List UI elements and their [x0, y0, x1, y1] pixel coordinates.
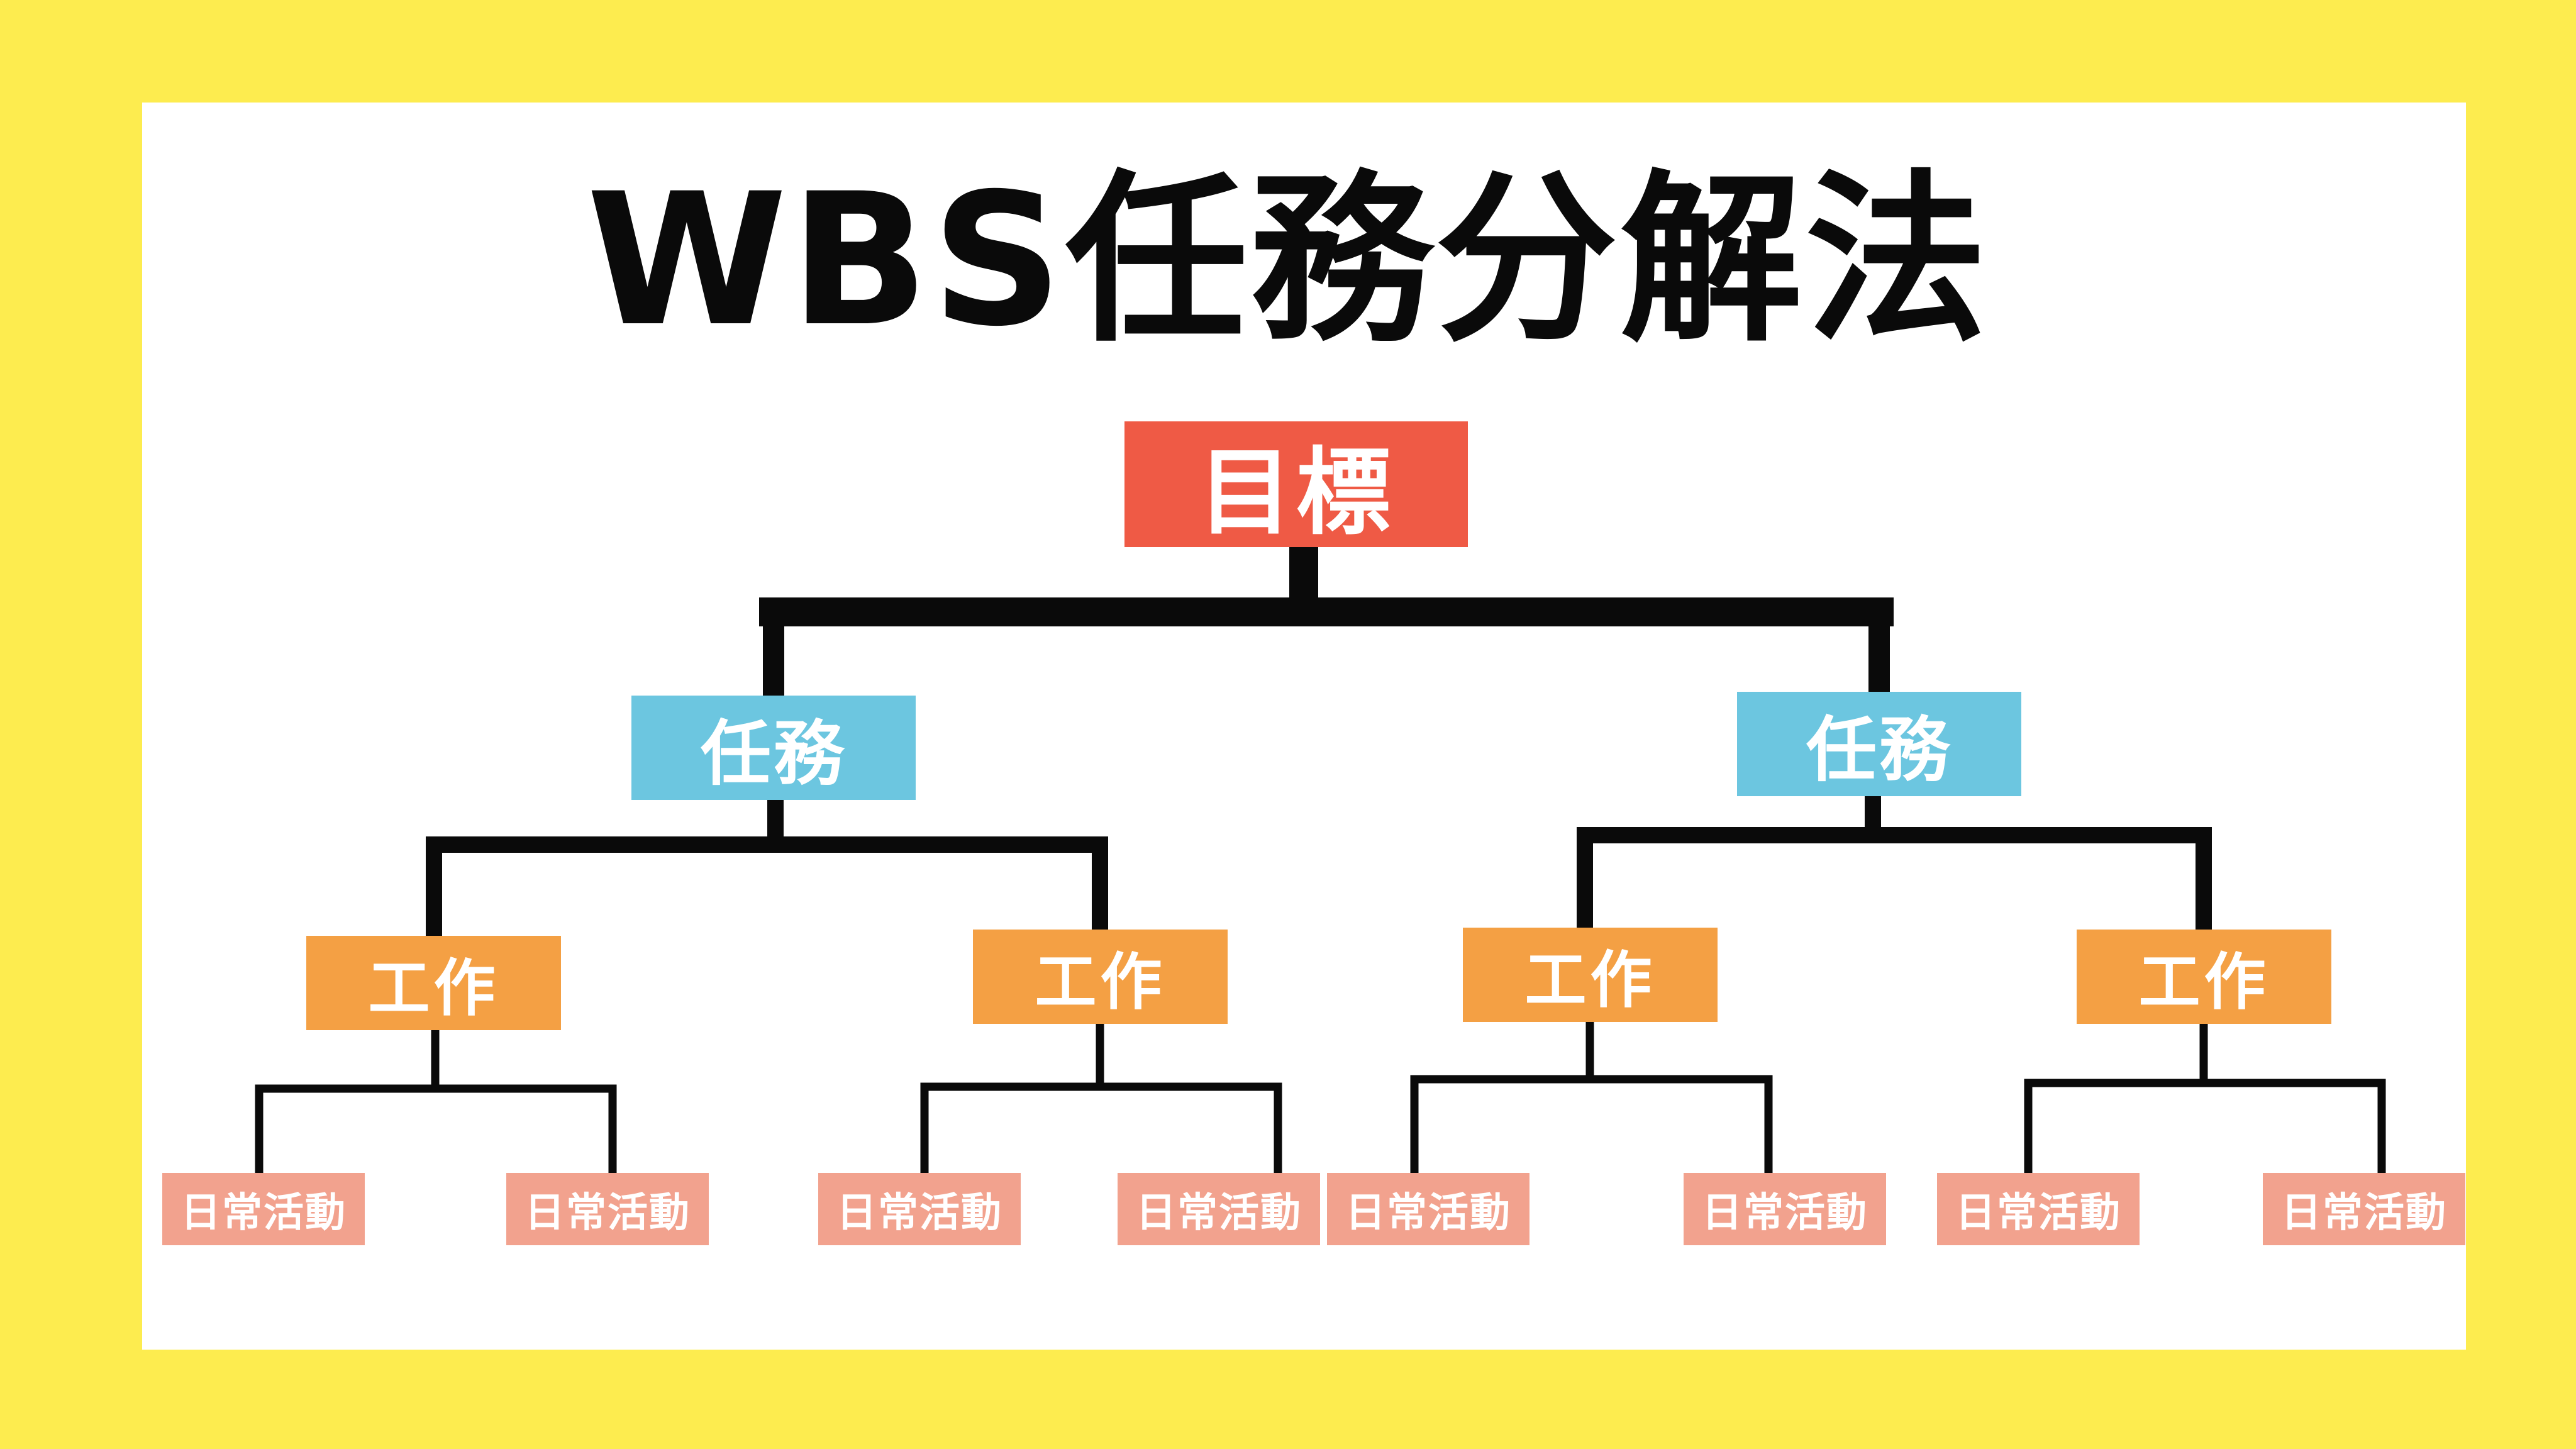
work-node-1: 工作	[306, 936, 561, 1030]
diagram-title: WBS任務分解法	[586, 155, 1990, 367]
activity-node-7: 日常活動	[1937, 1173, 2140, 1245]
activity-node-3: 日常活動	[818, 1173, 1021, 1245]
work-node-3: 工作	[1463, 928, 1718, 1022]
activity-node-4: 日常活動	[1118, 1173, 1320, 1245]
activity-node-2: 日常活動	[506, 1173, 709, 1245]
activity-node-5: 日常活動	[1327, 1173, 1530, 1245]
goal-node: 目標	[1124, 421, 1468, 548]
activity-node-1: 日常活動	[162, 1173, 365, 1245]
task-node-1: 任務	[631, 696, 916, 800]
activity-node-8: 日常活動	[2263, 1173, 2465, 1245]
task-node-2: 任務	[1737, 692, 2021, 796]
work-node-2: 工作	[973, 930, 1228, 1024]
activity-node-6: 日常活動	[1684, 1173, 1886, 1245]
work-node-4: 工作	[2077, 930, 2331, 1024]
diagram-panel	[142, 103, 2466, 1350]
